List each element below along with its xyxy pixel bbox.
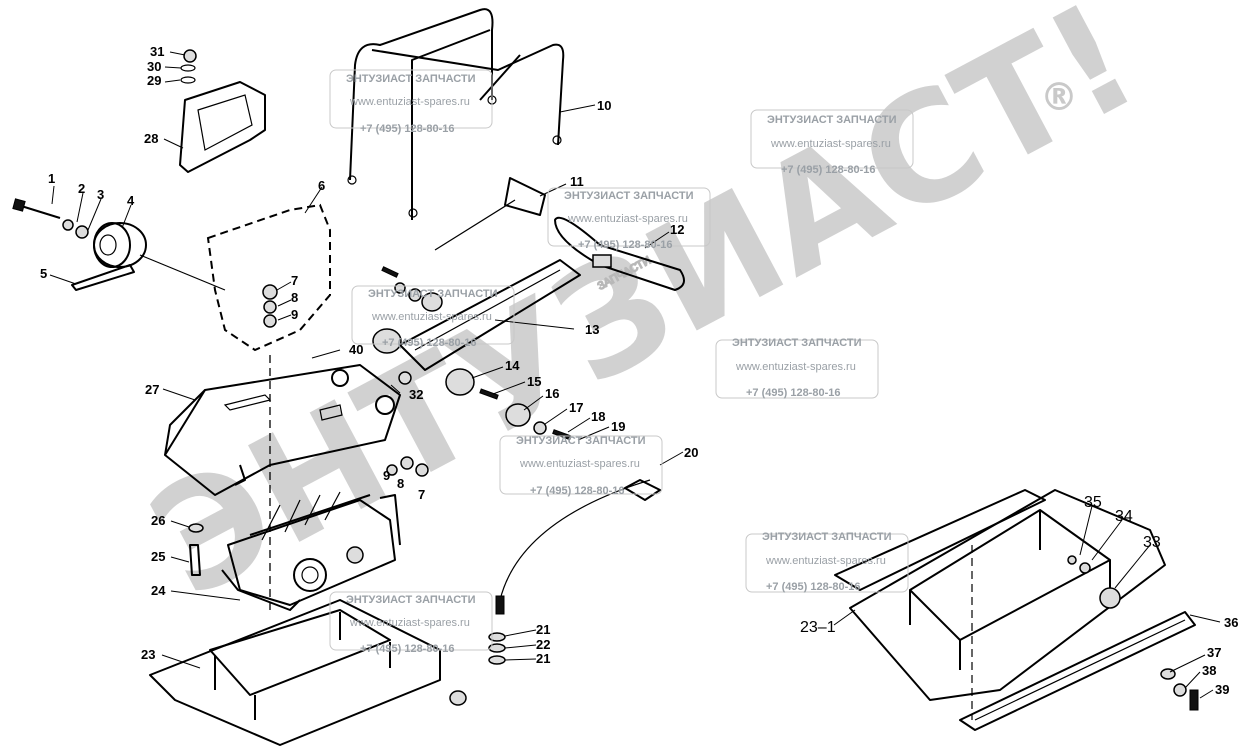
watermark-phone: +7 (495) 128-80-16 — [360, 643, 454, 655]
watermark-box-3: ЭНТУЗИАСТ ЗАПЧАСТИ www.entuziast-spares.… — [547, 187, 711, 251]
watermark-url: www.entuziast-spares.ru — [349, 617, 470, 629]
callout-38: 38 — [1202, 663, 1216, 678]
watermark-url: www.entuziast-spares.ru — [735, 361, 856, 373]
watermark-title: ЭНТУЗИАСТ ЗАПЧАСТИ — [346, 594, 476, 606]
callout-14: 14 — [505, 358, 520, 373]
watermark-box-2: ЭНТУЗИАСТ ЗАПЧАСТИ www.entuziast-spares.… — [750, 109, 914, 176]
callout-23: 23 — [141, 647, 155, 662]
callout-10: 10 — [597, 98, 611, 113]
handle-frame — [347, 8, 565, 220]
callout-15: 15 — [527, 374, 541, 389]
watermark-title: ЭНТУЗИАСТ ЗАПЧАСТИ — [564, 190, 694, 202]
watermark-url: www.entuziast-spares.ru — [567, 213, 688, 225]
callout-31: 31 — [150, 44, 164, 59]
callout-21: 21 — [536, 622, 550, 637]
watermark-phone: +7 (495) 128-80-16 — [781, 164, 875, 176]
callout-29: 29 — [147, 73, 161, 88]
callout-9: 9 — [291, 307, 298, 322]
watermark-brand: ЭНТУЗИАСТ! ЗАПЧАСТИ ® — [125, 0, 1163, 632]
washers-21-22 — [488, 632, 506, 665]
callout-2: 2 — [78, 181, 85, 196]
callout-12: 12 — [670, 222, 684, 237]
watermark-phone: +7 (495) 128-80-16 — [746, 387, 840, 399]
callout-5: 5 — [40, 266, 47, 281]
callout-8: 8 — [291, 290, 298, 305]
watermark-box-6: ЭНТУЗИАСТ ЗАПЧАСТИ www.entuziast-spares.… — [499, 435, 663, 497]
watermark-phone: +7 (495) 128-80-16 — [382, 337, 476, 349]
watermark-url: www.entuziast-spares.ru — [349, 96, 470, 108]
callout-16: 16 — [545, 386, 559, 401]
callout-39: 39 — [1215, 682, 1229, 697]
callout-20: 20 — [684, 445, 698, 460]
callout-13: 13 — [585, 322, 599, 337]
callout-28: 28 — [144, 131, 158, 146]
watermark-phone: +7 (495) 128-80-16 — [360, 123, 454, 135]
nut-set-lower — [386, 456, 429, 477]
callout-11: 11 — [570, 174, 584, 189]
callout-6: 6 — [318, 178, 325, 193]
callouts: 1 2 3 4 5 6 7 8 9 10 11 12 13 14 15 16 1… — [40, 44, 1238, 697]
base-plate — [149, 599, 467, 746]
belt-guard — [179, 49, 266, 173]
callout-7: 7 — [291, 273, 298, 288]
callout-34: 34 — [1115, 508, 1133, 525]
leader-lines — [49, 51, 1221, 699]
callout-3: 3 — [97, 187, 104, 202]
watermark-title: ЭНТУЗИАСТ ЗАПЧАСТИ — [732, 337, 862, 349]
watermark-phone: +7 (495) 128-80-16 — [530, 485, 624, 497]
watermark-box-1: ЭНТУЗИАСТ ЗАПЧАСТИ www.entuziast-spares.… — [329, 69, 493, 135]
callout-21-lower: 21 — [536, 651, 550, 666]
callout-24: 24 — [151, 583, 166, 598]
callout-7-lower: 7 — [418, 487, 425, 502]
callout-32: 32 — [409, 387, 423, 402]
callout-22: 22 — [536, 637, 550, 652]
callout-25: 25 — [151, 549, 165, 564]
callout-8-lower: 8 — [397, 476, 404, 491]
callout-23-1: 23–1 — [800, 619, 836, 636]
nut-set-upper — [262, 284, 278, 328]
watermark-box-8: ЭНТУЗИАСТ ЗАПЧАСТИ www.entuziast-spares.… — [329, 591, 493, 655]
callout-27: 27 — [145, 382, 159, 397]
watermark-box-5: ЭНТУЗИАСТ ЗАПЧАСТИ www.entuziast-spares.… — [715, 337, 879, 399]
watermark-box-4: ЭНТУЗИАСТ ЗАПЧАСТИ www.entuziast-spares.… — [351, 285, 515, 349]
watermark-title: ЭНТУЗИАСТ ЗАПЧАСТИ — [762, 531, 892, 543]
watermark-url: www.entuziast-spares.ru — [519, 458, 640, 470]
callout-35: 35 — [1084, 494, 1102, 511]
callout-1: 1 — [48, 171, 55, 186]
callout-17: 17 — [569, 400, 583, 415]
callout-9-lower: 9 — [383, 468, 390, 483]
watermark-url: www.entuziast-spares.ru — [770, 138, 891, 150]
pulley-assembly — [12, 198, 226, 291]
callout-30: 30 — [147, 59, 161, 74]
watermark-title: ЭНТУЗИАСТ ЗАПЧАСТИ — [368, 288, 498, 300]
watermark-phone: +7 (495) 128-80-16 — [766, 581, 860, 593]
callout-33: 33 — [1143, 534, 1161, 551]
handle-arm — [372, 259, 581, 396]
throttle-and-cable — [434, 177, 685, 615]
watermark-title: ЭНТУЗИАСТ ЗАПЧАСТИ — [516, 435, 646, 447]
callout-19: 19 — [611, 419, 625, 434]
bolt-25-26 — [188, 523, 204, 576]
base-plate-detail — [834, 489, 1199, 731]
watermark-box-7: ЭНТУЗИАСТ ЗАПЧАСТИ www.entuziast-spares.… — [745, 531, 909, 593]
engine-outline — [206, 203, 331, 352]
callout-36: 36 — [1224, 615, 1238, 630]
registered-mark: ® — [1040, 75, 1078, 119]
callout-40: 40 — [349, 342, 363, 357]
callout-4: 4 — [127, 193, 135, 208]
watermark-title: ЭНТУЗИАСТ ЗАПЧАСТИ — [346, 73, 476, 85]
watermark-url: www.entuziast-spares.ru — [371, 311, 492, 323]
watermark-phone: +7 (495) 128-80-16 — [578, 239, 672, 251]
watermark-url: www.entuziast-spares.ru — [765, 555, 886, 567]
engine-base — [164, 364, 412, 496]
callout-37: 37 — [1207, 645, 1221, 660]
watermark-title: ЭНТУЗИАСТ ЗАПЧАСТИ — [767, 114, 897, 126]
callout-26: 26 — [151, 513, 165, 528]
callout-18: 18 — [591, 409, 605, 424]
watermark-brand-text: ЭНТУЗИАСТ! — [125, 0, 1163, 632]
